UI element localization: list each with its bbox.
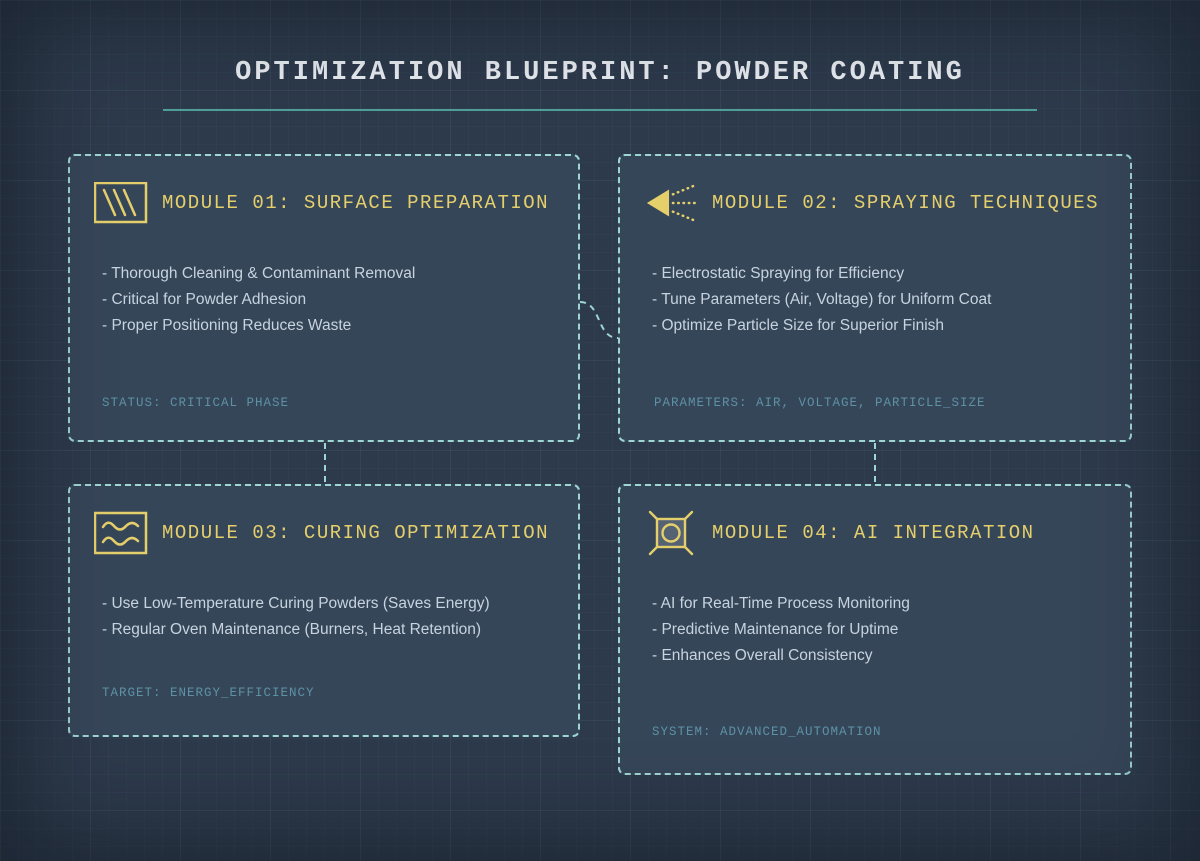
bullet-item: - Use Low-Temperature Curing Powders (Sa… <box>102 595 490 612</box>
bullet-item: - Enhances Overall Consistency <box>652 647 873 664</box>
bullet-item: - Thorough Cleaning & Contaminant Remova… <box>102 265 416 282</box>
module-03-bullets: - Use Low-Temperature Curing Powders (Sa… <box>102 591 558 643</box>
module-02-bullets: - Electrostatic Spraying for Efficiency … <box>652 261 1110 339</box>
module-title: MODULE 01: SURFACE PREPARATION <box>162 192 550 214</box>
module-01-header: MODULE 01: SURFACE PREPARATION <box>94 178 558 228</box>
surface-hatch-icon <box>94 182 148 224</box>
page-title: OPTIMIZATION BLUEPRINT: POWDER COATING <box>235 58 965 88</box>
bullet-item: - Tune Parameters (Air, Voltage) for Uni… <box>652 291 992 308</box>
bullet-item: - Critical for Powder Adhesion <box>102 291 307 308</box>
module-01-card: MODULE 01: SURFACE PREPARATION - Thoroug… <box>68 154 580 442</box>
spray-nozzle-icon <box>644 181 698 225</box>
module-title: MODULE 03: CURING OPTIMIZATION <box>162 522 550 544</box>
module-03-header: MODULE 03: CURING OPTIMIZATION <box>94 508 558 558</box>
module-system-label: SYSTEM: ADVANCED_AUTOMATION <box>652 725 882 739</box>
module-04-header: MODULE 04: AI INTEGRATION <box>644 508 1110 558</box>
module-03-card: MODULE 03: CURING OPTIMIZATION - Use Low… <box>68 484 580 737</box>
module-04-card: MODULE 04: AI INTEGRATION - AI for Real-… <box>618 484 1132 775</box>
heat-waves-icon <box>94 511 148 555</box>
bullet-item: - Predictive Maintenance for Uptime <box>652 621 899 638</box>
module-title: MODULE 04: AI INTEGRATION <box>712 522 1035 544</box>
module-target-label: TARGET: ENERGY_EFFICIENCY <box>102 686 315 700</box>
bullet-item: - Electrostatic Spraying for Efficiency <box>652 265 905 282</box>
bullet-item: - AI for Real-Time Process Monitoring <box>652 595 910 612</box>
module-title: MODULE 02: SPRAYING TECHNIQUES <box>712 192 1100 214</box>
module-01-bullets: - Thorough Cleaning & Contaminant Remova… <box>102 261 558 339</box>
ai-chip-icon <box>644 509 698 557</box>
module-02-card: MODULE 02: SPRAYING TECHNIQUES - Electro… <box>618 154 1132 442</box>
bullet-item: - Optimize Particle Size for Superior Fi… <box>652 317 945 334</box>
module-04-bullets: - AI for Real-Time Process Monitoring - … <box>652 591 1110 669</box>
bullet-item: - Proper Positioning Reduces Waste <box>102 317 352 334</box>
title-underline <box>163 109 1037 111</box>
connector-m1-m2 <box>579 301 619 339</box>
module-parameters-label: PARAMETERS: AIR, VOLTAGE, PARTICLE_SIZE <box>654 396 986 410</box>
bullet-item: - Regular Oven Maintenance (Burners, Hea… <box>102 621 482 638</box>
module-status-label: STATUS: CRITICAL PHASE <box>102 396 290 410</box>
module-02-header: MODULE 02: SPRAYING TECHNIQUES <box>644 178 1110 228</box>
